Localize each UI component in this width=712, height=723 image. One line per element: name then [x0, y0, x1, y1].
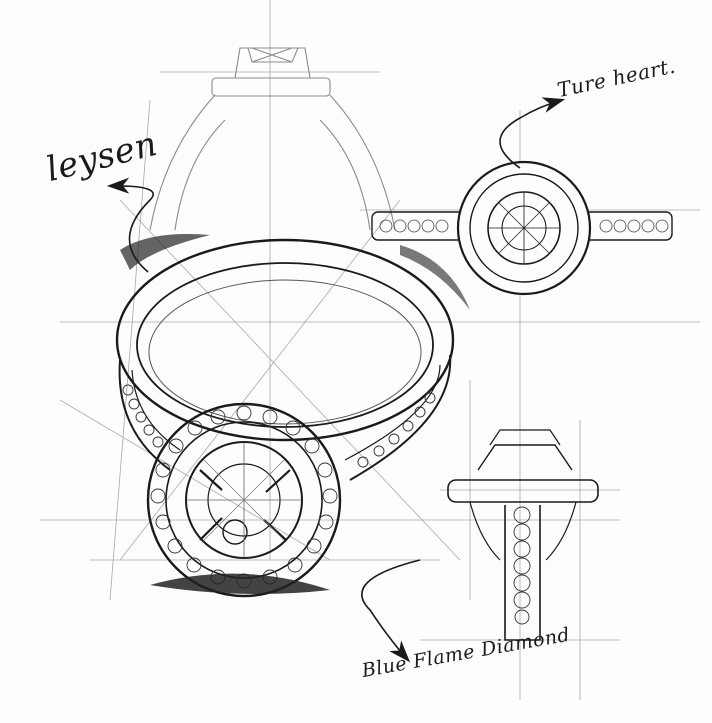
- top-view-band-stones: [379, 219, 669, 233]
- main-halo-head: [146, 402, 342, 598]
- arrow-ture-heart: [499, 97, 566, 169]
- side-view-ring: [447, 429, 599, 641]
- band-pave-stones: [122, 384, 436, 468]
- background-ring: [149, 47, 396, 231]
- construction-lines: [40, 0, 700, 700]
- callout-arrows: [106, 97, 566, 663]
- side-view-stones: [513, 506, 531, 625]
- ground-shadow: [120, 234, 470, 594]
- arrow-leysen: [106, 177, 155, 273]
- arrow-blue-flame: [361, 559, 421, 663]
- top-view-halo: [371, 160, 673, 296]
